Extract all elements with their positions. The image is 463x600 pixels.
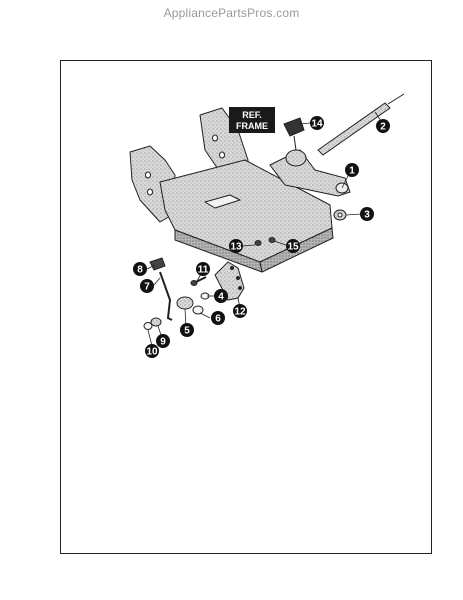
gear-sector: [214, 261, 245, 301]
callout-8: 8: [133, 262, 147, 276]
callout-15: 15: [286, 239, 300, 253]
callout-6: 6: [211, 311, 225, 325]
callout-4-label: 4: [218, 292, 224, 303]
callout-8-label: 8: [137, 265, 143, 276]
callout-2: 2: [376, 119, 390, 133]
callout-15-label: 15: [287, 242, 299, 253]
site-watermark: AppliancePartsPros.com: [163, 6, 300, 20]
callout-4: 4: [214, 289, 228, 303]
callout-10-label: 10: [146, 347, 158, 358]
callout-13-label: 13: [230, 242, 242, 253]
knob: [283, 117, 305, 151]
pivot-arm-assembly: [269, 149, 351, 197]
callout-7: 7: [140, 279, 154, 293]
callout-1: 1: [345, 163, 359, 177]
callout-9-label: 9: [160, 337, 166, 348]
callout-14-label: 14: [311, 119, 323, 130]
callout-5-label: 5: [184, 326, 190, 337]
ref-label-line1: REF.: [242, 110, 262, 120]
callout-12: 12: [233, 304, 247, 318]
callout-9: 9: [156, 334, 170, 348]
callout-2-label: 2: [380, 122, 386, 133]
callout-10: 10: [145, 344, 159, 358]
hardware-parts: [143, 237, 276, 330]
ref-frame-label: REF. FRAME: [229, 107, 275, 133]
callout-5: 5: [180, 323, 194, 337]
callout-14: 14: [310, 116, 324, 130]
callout-12-label: 12: [234, 307, 246, 318]
callout-11: 11: [196, 262, 210, 276]
callout-1-label: 1: [349, 166, 355, 177]
callout-13: 13: [229, 239, 243, 253]
callout-7-label: 7: [144, 282, 150, 293]
callout-11-label: 11: [198, 265, 209, 276]
rod: [317, 93, 405, 156]
callout-3: 3: [360, 207, 374, 221]
callout-6-label: 6: [215, 314, 221, 325]
diagram-border: [60, 60, 432, 554]
washer-3: [333, 209, 347, 221]
ref-label-line2: FRAME: [236, 121, 268, 131]
callout-3-label: 3: [364, 210, 370, 221]
